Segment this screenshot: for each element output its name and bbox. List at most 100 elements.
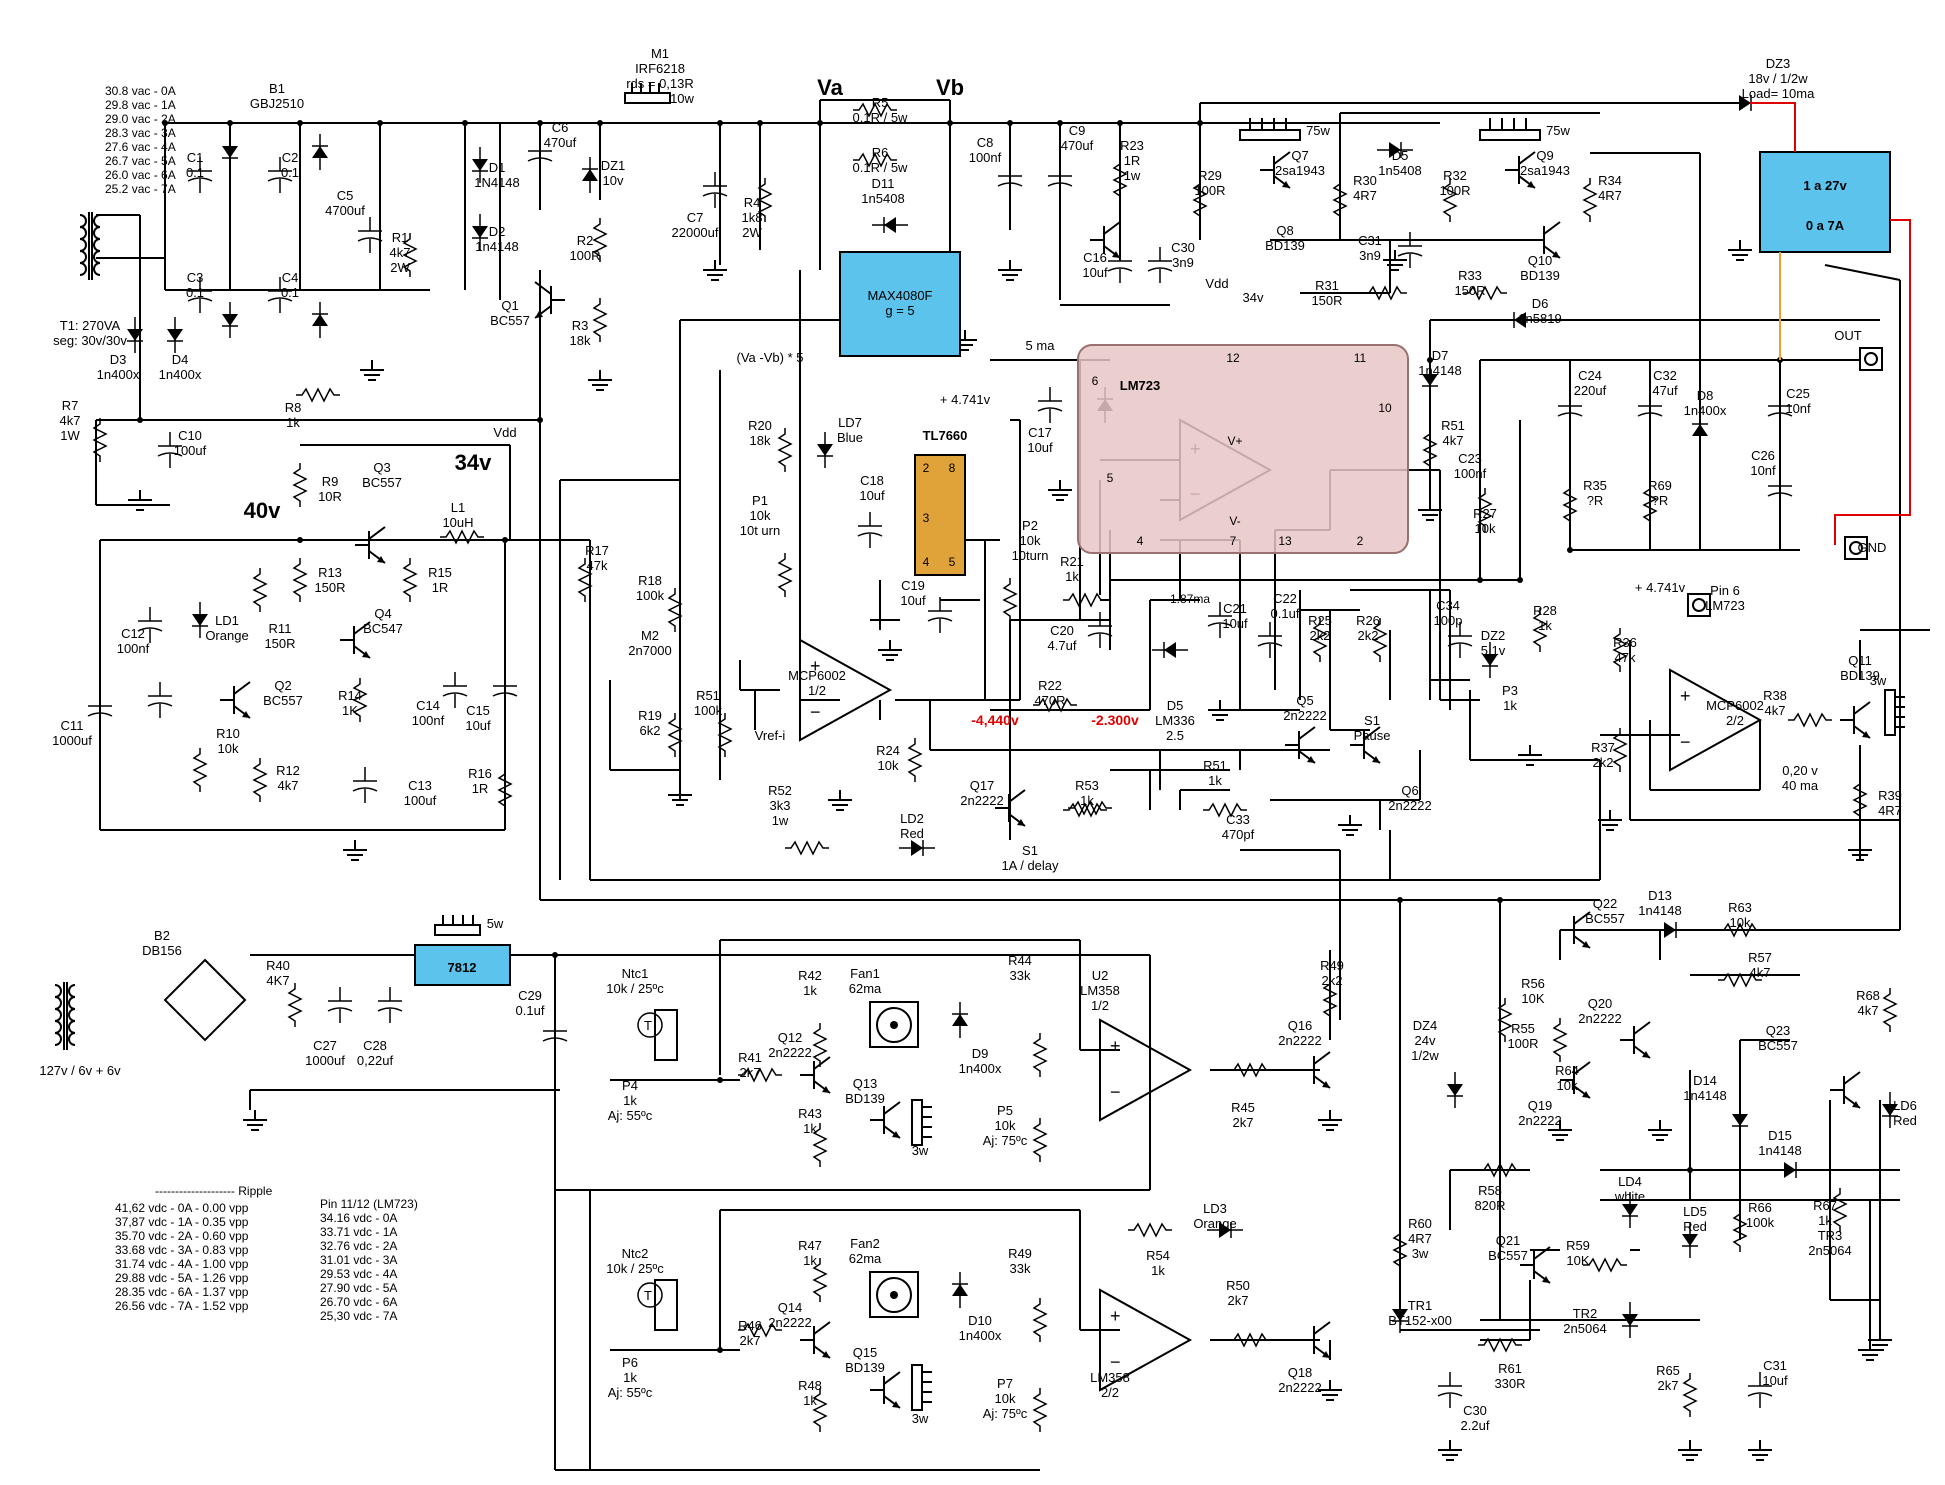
t1-label: T1: 270VA [60,318,121,333]
component-m2-label-1: 2n7000 [628,643,671,658]
ripple-row: 31.74 vdc - 4A - 1.00 vpp [115,1257,249,1271]
component-r15-label-1: 1R [432,580,449,595]
component-r26-label-1: 2k2 [1358,628,1379,643]
component-r8-label-0: R8 [285,400,302,415]
component-r48-label-1: 1k [803,1393,817,1408]
component-q7-label-1: 2sa1943 [1275,163,1325,178]
component-c31b-label-0: C31 [1763,1358,1787,1373]
rail-34v: 34v [455,450,492,475]
component-r61-label-0: R61 [1498,1361,1522,1376]
lm723-pin-3: 10 [1378,401,1392,415]
component-t2-label: 127v / 6v + 6v [39,1063,121,1078]
component-r60-label-0: R60 [1408,1216,1432,1231]
component-d4-label-1: 1n400x [159,367,202,382]
component-c32-label-0: C32 [1653,368,1677,383]
component-r45-label-1: 2k7 [1233,1115,1254,1130]
component-mcp1-label-1: 1/2 [808,683,826,698]
component-p7-label-0: P7 [997,1376,1013,1391]
component-dz1-label-0: DZ1 [601,158,626,173]
component-ld5-label-0: LD5 [1683,1204,1707,1219]
component-p3-label-1: 1k [1503,698,1517,713]
component-r34-label-0: R34 [1598,173,1622,188]
component-r45-label-0: R45 [1231,1100,1255,1115]
tl7660-pin-4: 5 [949,555,956,569]
component-tr3-label-0: TR3 [1818,1228,1843,1243]
component-ld1-label-0: LD1 [215,613,239,628]
rail-vb: Vb [936,75,964,100]
lm723-pin-7: 13 [1278,534,1292,548]
red-wire-top [1750,102,1796,152]
transformer-t2-symbol [54,982,76,1050]
component-c2-label-0: C2 [282,150,299,165]
component-p1-label-2: 10t urn [740,523,780,538]
component-r49-label-0: R49 [1320,958,1344,973]
component-l1-label-0: L1 [451,500,465,515]
component-r17-label-0: R17 [585,543,609,558]
component-c33-label-0: C33 [1226,812,1250,827]
component-q6-label-1: 2n2222 [1388,798,1431,813]
component-q4-label-0: Q4 [374,606,391,621]
lm723-pin-8: 2 [1357,534,1364,548]
component-q13-label-0: Q13 [853,1076,878,1091]
component-s1-label-0: S1 [1364,713,1380,728]
pin-table-row: 32.76 vdc - 2A [320,1239,397,1253]
component-dz2-label-0: DZ2 [1481,628,1506,643]
heatsink-q11-icon [1884,689,1905,736]
component-c7-label-0: C7 [687,210,704,225]
component-r60-label-2: 3w [1412,1246,1429,1261]
component-r40-label-1: 4K7 [266,973,289,988]
component-r34-label-1: 4R7 [1598,188,1622,203]
component-d13-label-1: 1n4148 [1638,903,1681,918]
component-c3-label-0: C3 [187,270,204,285]
component-r22-label-1: 470R [1034,693,1065,708]
component-ld6-label-0: LD6 [1893,1098,1917,1113]
component-c31-label-1: 3n9 [1359,248,1381,263]
t1-load-row: 28.3 vac - 3A [105,126,176,140]
component-r43-label-1: 1k [803,1121,817,1136]
component-u_max-label-0: MAX4080F [867,288,932,303]
component-ld1-label-1: Orange [205,628,248,643]
pin-table-row: 29.53 vdc - 4A [320,1267,397,1281]
component-r51-label-0: R51 [696,688,720,703]
component-fan2-label-1: 62ma [849,1251,882,1266]
component-lm723-label: LM723 [1120,378,1160,393]
expr-187ma: 1.87ma [1170,592,1210,606]
component-r47-label-0: R47 [798,1238,822,1253]
component-r38-label-1: 4k7 [1765,703,1786,718]
heatsink-q9-icon [1479,118,1541,141]
lm723-pin-9: V+ [1227,434,1242,448]
component-u2-label-2: 1/2 [1091,998,1109,1013]
component-r27-label-0: R27 [1473,506,1497,521]
component-r50-label-1: 2k7 [1228,1293,1249,1308]
component-r5-label-0: R5 [872,95,889,110]
component-r12-label-1: 4k7 [278,778,299,793]
component-c13-label-1: 100uf [404,793,437,808]
component-r67-label-0: R67 [1813,1198,1837,1213]
component-p4-label-2: Aj: 55ºc [608,1108,653,1123]
component-r44-label-1: 33k [1010,968,1031,983]
component-b1-label-0: B1 [269,81,285,96]
component-d5-label-2: 2.5 [1166,728,1184,743]
component-r49b-label-1: 33k [1010,1261,1031,1276]
component-psu-label-0: 1 a 27v [1803,178,1847,193]
lm723-pin-10: V- [1229,514,1240,528]
component-r51c-label-0: R51 [1203,758,1227,773]
component-d14-label-0: D14 [1693,1073,1717,1088]
component-q8-label-1: BD139 [1265,238,1305,253]
pin-table-row: 31.01 vdc - 3A [320,1253,397,1267]
component-r65-label-1: 2k7 [1658,1378,1679,1393]
component-r24-label-1: 10k [878,758,899,773]
component-d1-label-0: D1 [489,160,506,175]
component-c22-label-0: C22 [1273,591,1297,606]
component-r53-label-1: 1k [1080,793,1094,808]
component-q3-label-1: BC557 [362,475,402,490]
lm723-pin-0: 6 [1092,374,1099,388]
component-r30-label-1: 4R7 [1353,188,1377,203]
component-hs_q15-label: 3w [912,1411,929,1426]
component-ld7-label-0: LD7 [838,415,862,430]
pin-table-header: Pin 11/12 (LM723) [320,1197,418,1211]
component-dz4-label-0: DZ4 [1413,1018,1438,1033]
component-r2-label-1: 100R [569,248,600,263]
t1-load-row: 29.8 vac - 1A [105,98,176,112]
